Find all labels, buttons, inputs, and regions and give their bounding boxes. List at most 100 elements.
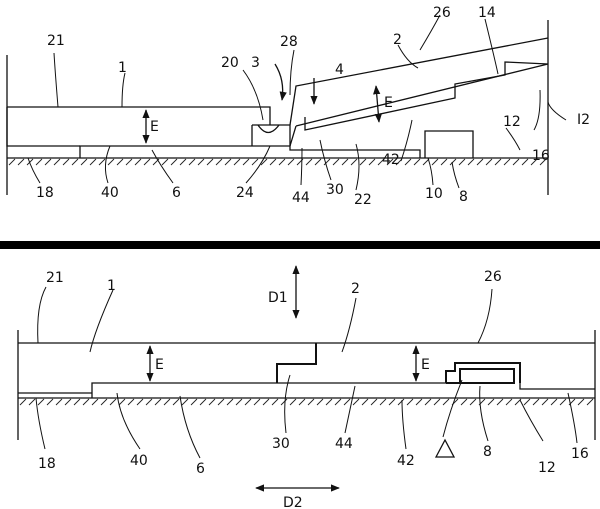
figure-separator: [0, 241, 600, 249]
hatch-stroke: [91, 398, 99, 406]
hatch-stroke: [413, 158, 421, 166]
label-E-panel-1: E: [150, 119, 159, 135]
hatch-stroke: [370, 398, 378, 406]
hatch-stroke: [217, 398, 225, 406]
label-44: 44: [292, 190, 310, 206]
leader-lines: [27, 14, 567, 191]
hatch-stroke: [505, 398, 513, 406]
hatch-stroke: [341, 158, 349, 166]
hatch-stroke: [494, 158, 502, 166]
hatch-stroke: [440, 158, 448, 166]
panel-2-end: [519, 383, 595, 390]
joint-30: [276, 343, 317, 383]
hatch-stroke: [280, 398, 288, 406]
hatch-stroke: [388, 398, 396, 406]
label-26: 26: [484, 269, 502, 285]
hatch-stroke: [199, 398, 207, 406]
label-22: 22: [354, 192, 372, 208]
label-44: 44: [335, 436, 353, 452]
hatch-stroke: [442, 398, 450, 406]
hatch-stroke: [118, 398, 126, 406]
arrow-3: [274, 63, 287, 101]
hatch-stroke: [46, 398, 54, 406]
label-30: 30: [326, 182, 344, 198]
hatch-stroke: [586, 398, 594, 406]
hatch-stroke: [197, 158, 205, 166]
hatch-stroke: [352, 398, 360, 406]
hatch-stroke: [251, 158, 259, 166]
hatch-stroke: [496, 398, 504, 406]
hatch-stroke: [55, 398, 63, 406]
hatch-stroke: [343, 398, 351, 406]
hatch-stroke: [188, 158, 196, 166]
hatch-stroke: [163, 398, 171, 406]
hatch-stroke: [485, 158, 493, 166]
hatch-stroke: [181, 398, 189, 406]
hatch-stroke: [541, 398, 549, 406]
hatch-stroke: [71, 158, 79, 166]
hatch-stroke: [82, 398, 90, 406]
hatch-stroke: [314, 158, 322, 166]
panel-2-steps: [304, 61, 549, 131]
label-4: 4: [335, 62, 344, 78]
hatch-stroke: [386, 158, 394, 166]
hatch-stroke: [143, 158, 151, 166]
hatch-stroke: [460, 398, 468, 406]
hatch-stroke: [503, 158, 511, 166]
panel-2: [289, 37, 549, 147]
label-2: 2: [351, 281, 360, 297]
hatch-stroke: [17, 158, 25, 166]
hatch-stroke: [332, 158, 340, 166]
hatch-stroke: [298, 398, 306, 406]
hatch-stroke: [161, 158, 169, 166]
hatch-stroke: [253, 398, 261, 406]
hatch-stroke: [89, 158, 97, 166]
label-I2: I2: [577, 112, 590, 128]
element-8: [445, 362, 521, 384]
hatch-stroke: [368, 158, 376, 166]
hatch-stroke: [469, 398, 477, 406]
hatch-stroke: [154, 398, 162, 406]
upper-figure: 21 1 20 3 28 4 2 26 14 E E 12 I2 16 18 4…: [6, 5, 590, 208]
hatch-stroke: [262, 398, 270, 406]
hatch-stroke: [134, 158, 142, 166]
hatch-stroke: [433, 398, 441, 406]
hatch-stroke: [172, 398, 180, 406]
hatch-stroke: [404, 158, 412, 166]
hatch-stroke: [379, 398, 387, 406]
label-E-panel-2: E: [421, 357, 430, 373]
hatch-stroke: [208, 398, 216, 406]
hatch-stroke: [116, 158, 124, 166]
label-42: 42: [397, 453, 415, 469]
hatch-stroke: [532, 398, 540, 406]
hatch-stroke: [449, 158, 457, 166]
label-21: 21: [46, 270, 64, 286]
label-40: 40: [130, 453, 148, 469]
ground-hatching: [19, 398, 594, 406]
hatch-stroke: [559, 398, 567, 406]
hatch-stroke: [145, 398, 153, 406]
label-14: 14: [478, 5, 496, 21]
triangle-marker: [434, 438, 456, 458]
hatch-stroke: [190, 398, 198, 406]
hatch-stroke: [233, 158, 241, 166]
hatch-stroke: [19, 398, 27, 406]
label-E-panel-2: E: [384, 95, 393, 111]
base-underlay: [79, 145, 421, 158]
label-6: 6: [196, 461, 205, 477]
hatch-stroke: [28, 398, 36, 406]
hatch-stroke: [26, 158, 34, 166]
label-18: 18: [38, 456, 56, 472]
label-2: 2: [393, 32, 402, 48]
label-40: 40: [101, 185, 119, 201]
hatch-stroke: [170, 158, 178, 166]
hatch-stroke: [361, 398, 369, 406]
label-8: 8: [483, 444, 492, 460]
element-8: [424, 130, 474, 158]
hatch-stroke: [278, 158, 286, 166]
label-20: 20: [221, 55, 239, 71]
label-8: 8: [459, 189, 468, 205]
hatch-stroke: [271, 398, 279, 406]
hatch-stroke: [73, 398, 81, 406]
